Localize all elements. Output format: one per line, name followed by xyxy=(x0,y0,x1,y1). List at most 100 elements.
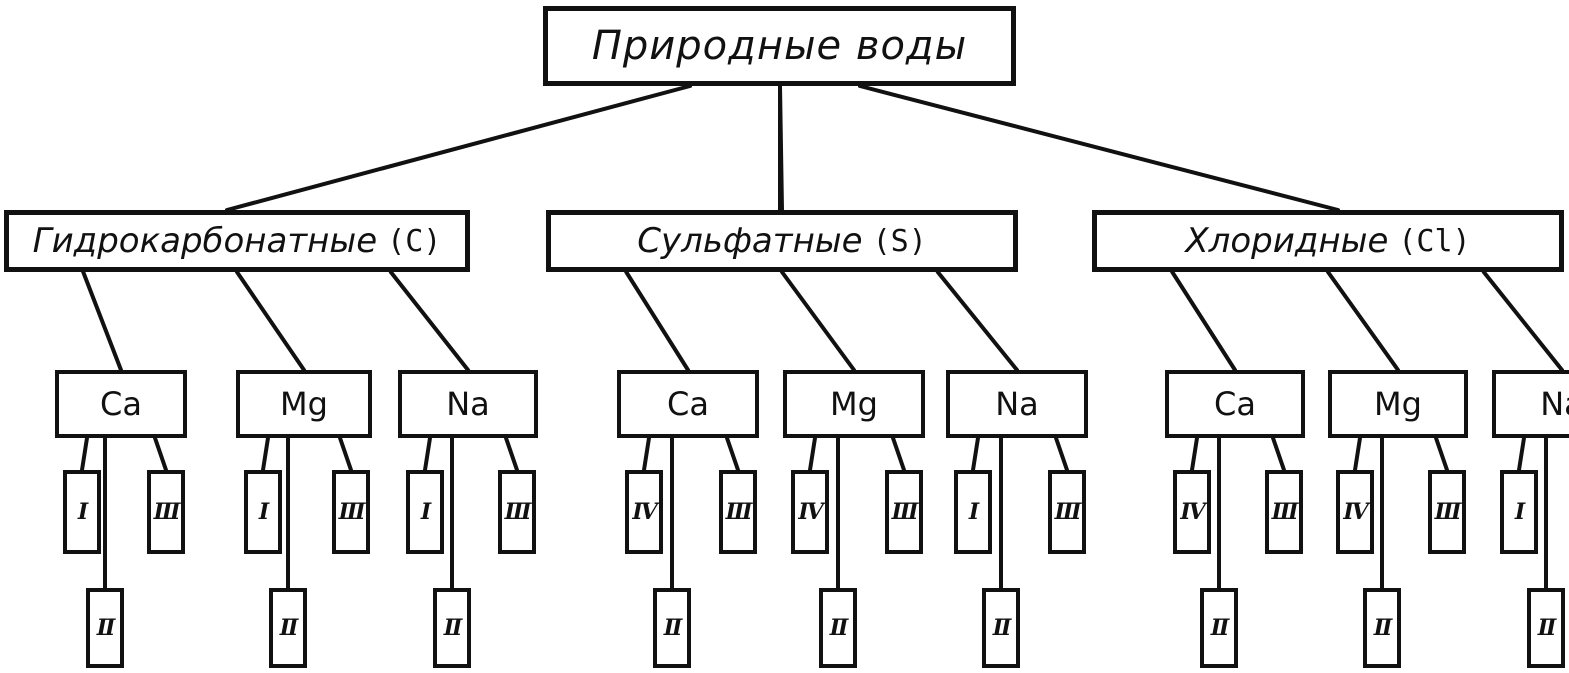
cation-to-type-line xyxy=(1190,436,1199,472)
type-label: II xyxy=(1537,615,1557,641)
type-label: III xyxy=(504,499,532,525)
type-label: II xyxy=(1373,615,1393,641)
cation-node: Mg xyxy=(783,370,925,438)
type-node: IV xyxy=(1336,470,1374,554)
cation-to-type-line xyxy=(725,436,740,472)
type-label: I xyxy=(968,499,979,525)
type-node: III xyxy=(1048,470,1086,554)
cation-to-type-line xyxy=(1517,436,1526,472)
type-node: III xyxy=(332,470,370,554)
type-node: I xyxy=(1500,470,1538,554)
class-symbol: (S) xyxy=(872,223,927,259)
class-symbol: (C) xyxy=(387,223,442,259)
type-node: I xyxy=(63,470,101,554)
type-node: III xyxy=(719,470,757,554)
type-label: IV xyxy=(798,499,823,525)
cation-node: Na xyxy=(1492,370,1569,438)
class-name: Сульфатные xyxy=(637,221,863,261)
cation-to-type-line xyxy=(338,436,353,472)
cation-label: Na xyxy=(1540,385,1569,423)
cation-node: Mg xyxy=(236,370,372,438)
cation-to-type-line xyxy=(1271,436,1286,472)
type-node: II xyxy=(269,588,307,668)
type-node: III xyxy=(498,470,536,554)
type-label: III xyxy=(891,499,919,525)
cation-label: Ca xyxy=(100,385,142,423)
cation-to-type-line xyxy=(891,436,906,472)
class-name: Гидрокарбонатные xyxy=(32,221,378,261)
type-label: II xyxy=(829,615,849,641)
type-label: II xyxy=(992,615,1012,641)
cation-label: Na xyxy=(995,385,1039,423)
class-to-cation-line xyxy=(1481,270,1564,372)
type-label: I xyxy=(77,499,88,525)
type-node: II xyxy=(1527,588,1565,668)
cation-to-type-line xyxy=(153,436,168,472)
root-to-class-line xyxy=(858,84,1340,212)
type-label: II xyxy=(279,615,299,641)
cation-to-type-line xyxy=(1434,436,1449,472)
root-node: Природные воды xyxy=(543,6,1016,86)
type-label: I xyxy=(1514,499,1525,525)
type-label: IV xyxy=(1343,499,1368,525)
class-to-cation-line xyxy=(388,270,470,372)
cation-to-type-line xyxy=(80,436,89,472)
type-label: II xyxy=(443,615,463,641)
type-node: III xyxy=(147,470,185,554)
type-node: III xyxy=(885,470,923,554)
type-node: I xyxy=(954,470,992,554)
class-to-cation-line xyxy=(81,270,123,372)
cation-node: Na xyxy=(946,370,1088,438)
type-node: II xyxy=(1200,588,1238,668)
class-to-cation-line xyxy=(624,270,690,372)
type-node: II xyxy=(653,588,691,668)
class-to-cation-line xyxy=(1326,270,1400,372)
type-node: II xyxy=(1363,588,1401,668)
cation-label: Na xyxy=(446,385,490,423)
cation-node: Ca xyxy=(617,370,759,438)
type-label: III xyxy=(1434,499,1462,525)
cation-to-type-line xyxy=(261,436,270,472)
root-to-class-line xyxy=(225,84,692,212)
class-node: Гидрокарбонатные(C) xyxy=(4,210,470,272)
class-to-cation-line xyxy=(780,270,856,372)
type-label: II xyxy=(663,615,683,641)
class-symbol: (Cl) xyxy=(1398,223,1471,259)
cation-node: Ca xyxy=(55,370,187,438)
type-label: II xyxy=(1210,615,1230,641)
root-label: Природные воды xyxy=(591,23,968,69)
type-node: IV xyxy=(1173,470,1211,554)
cation-label: Mg xyxy=(1374,385,1422,423)
type-label: IV xyxy=(1180,499,1205,525)
cation-label: Ca xyxy=(1214,385,1256,423)
class-node: Хлоридные(Cl) xyxy=(1092,210,1564,272)
type-label: III xyxy=(725,499,753,525)
type-node: II xyxy=(433,588,471,668)
cation-label: Ca xyxy=(667,385,709,423)
cation-node: Na xyxy=(398,370,538,438)
type-label: II xyxy=(96,615,116,641)
class-to-cation-line xyxy=(235,270,306,372)
cation-label: Mg xyxy=(830,385,878,423)
type-label: III xyxy=(1054,499,1082,525)
type-node: IV xyxy=(791,470,829,554)
type-node: II xyxy=(819,588,857,668)
type-node: II xyxy=(86,588,124,668)
type-label: III xyxy=(338,499,366,525)
cation-label: Mg xyxy=(280,385,328,423)
cation-to-type-line xyxy=(642,436,651,472)
type-node: II xyxy=(982,588,1020,668)
type-label: III xyxy=(1271,499,1299,525)
cation-node: Mg xyxy=(1328,370,1468,438)
type-node: I xyxy=(244,470,282,554)
cation-to-type-line xyxy=(971,436,980,472)
type-node: I xyxy=(406,470,444,554)
type-node: III xyxy=(1265,470,1303,554)
type-node: III xyxy=(1428,470,1466,554)
cation-to-type-line xyxy=(423,436,432,472)
type-node: IV xyxy=(625,470,663,554)
type-label: I xyxy=(258,499,269,525)
class-to-cation-line xyxy=(935,270,1019,372)
